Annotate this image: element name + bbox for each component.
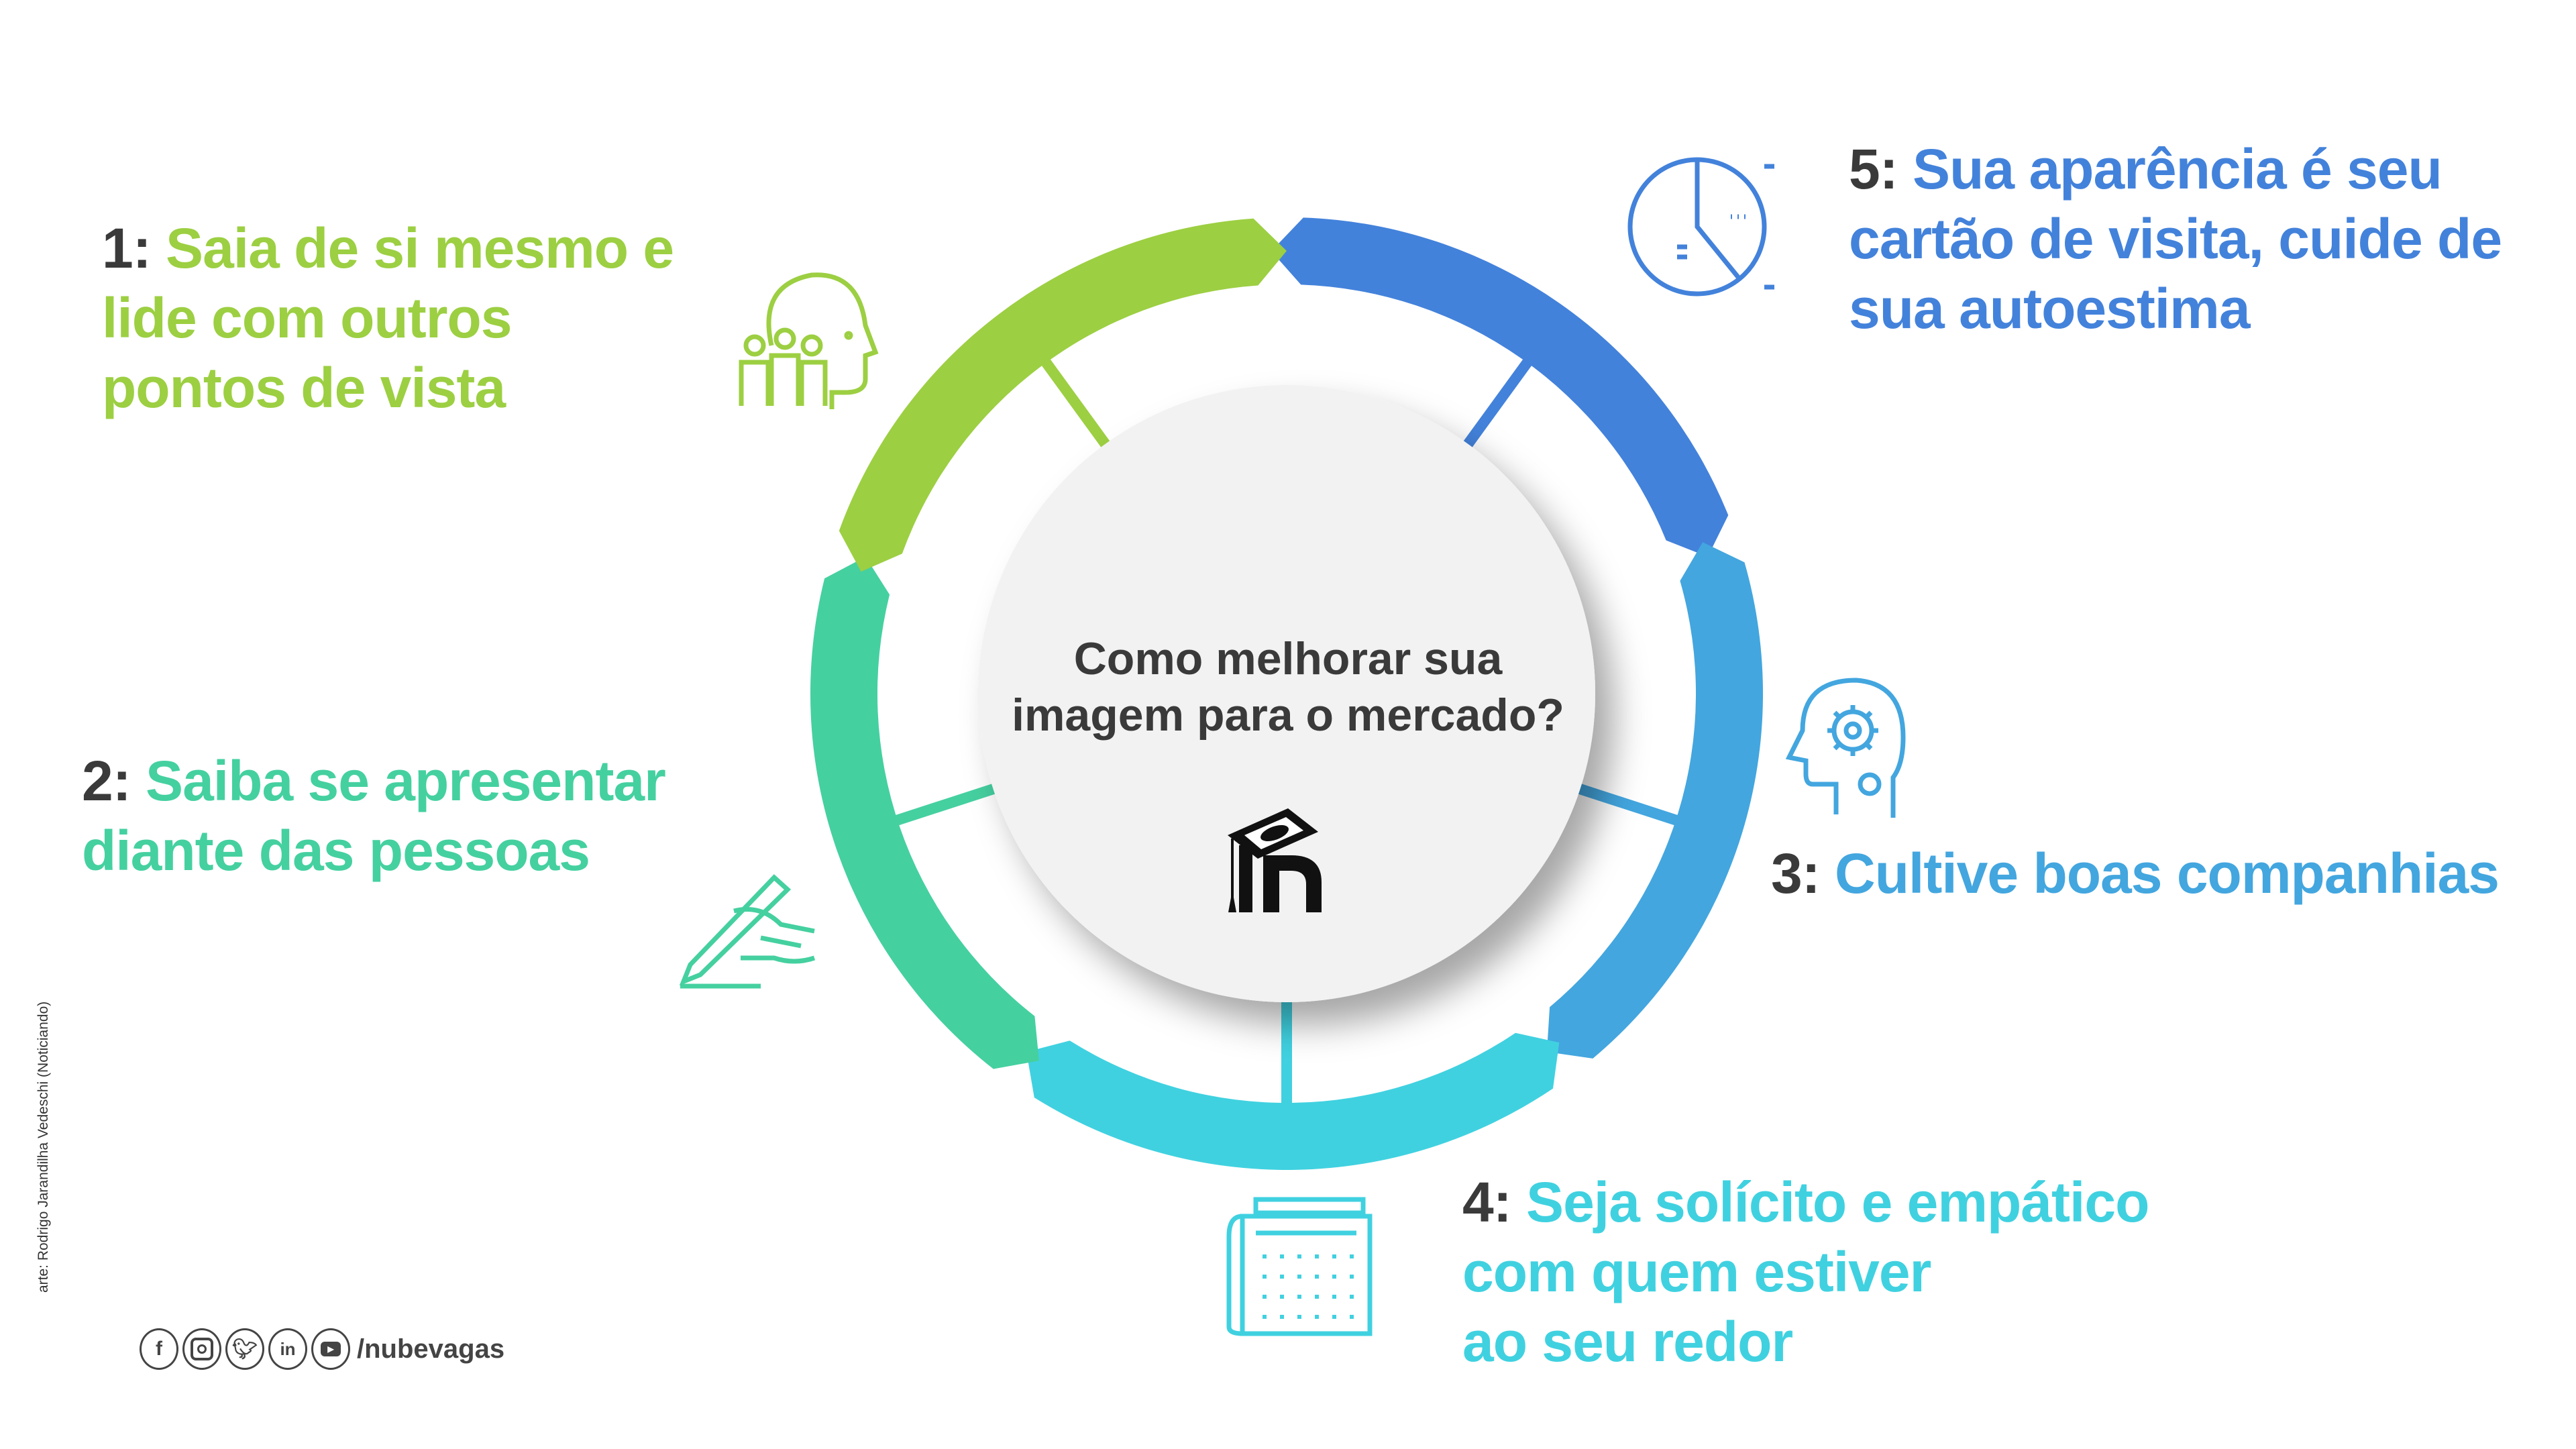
- ring-segment-1: [1271, 217, 1729, 557]
- center-title-line: imagem para o mercado?: [1012, 690, 1564, 741]
- ring-segment-2: [1546, 542, 1764, 1059]
- item-4: 4: Seja solícito e empático com quem est…: [1462, 1167, 2149, 1377]
- item-text: sua autoestima: [1849, 277, 2251, 340]
- item-2: 2: Saiba se apresentar diante das pessoa…: [82, 746, 666, 885]
- item-text: Saiba se apresentar: [146, 749, 666, 812]
- hand-writing-icon: [679, 874, 816, 989]
- facebook-icon[interactable]: f: [140, 1328, 178, 1370]
- item-text: pontos de vista: [102, 356, 506, 419]
- social-links: f 🐦︎ in ▶ /nubevagas: [140, 1328, 504, 1370]
- item-text: diante das pessoas: [82, 819, 590, 882]
- item-text: Sua aparência é seu: [1913, 138, 2443, 201]
- item-number: 5:: [1849, 138, 1898, 201]
- spoke: [894, 780, 1008, 826]
- item-text: ao seu redor: [1462, 1310, 1793, 1373]
- nube-logo: [1228, 808, 1322, 912]
- ring-segment-5: [839, 218, 1287, 572]
- center-title: Como melhorar sua imagem para o mercado?: [979, 631, 1597, 743]
- item-number: 4:: [1462, 1171, 1512, 1234]
- center-circle: [978, 385, 1595, 1002]
- instagram-icon[interactable]: [182, 1328, 221, 1370]
- item-text: lide com outros: [102, 286, 512, 350]
- item-3: 3: Cultive boas companhias: [1771, 839, 2500, 908]
- item-text: Seja solícito e empático: [1526, 1171, 2149, 1234]
- ring-segment-4: [810, 557, 1039, 1069]
- center-title-line: Como melhorar sua: [1073, 633, 1503, 684]
- item-text: Cultive boas companhias: [1835, 842, 2500, 905]
- head-with-people-icon: [739, 272, 879, 409]
- spoke: [1456, 358, 1533, 458]
- item-text: Saia de si mesmo e: [166, 217, 674, 280]
- spoke: [1040, 358, 1118, 458]
- twitter-icon[interactable]: 🐦︎: [225, 1328, 264, 1370]
- item-1: 1: Saia de si mesmo e lide com outros po…: [102, 213, 674, 423]
- art-credit: arte: Rodrigo Jarandilha Vedeschi (Notic…: [36, 1001, 51, 1293]
- item-number: 2:: [82, 749, 131, 812]
- calendar-icon: [1226, 1197, 1373, 1336]
- spoke: [1566, 780, 1679, 826]
- linkedin-icon[interactable]: in: [268, 1328, 307, 1370]
- item-text: com quem estiver: [1462, 1240, 1931, 1303]
- ring-segment-3: [1026, 1032, 1560, 1170]
- youtube-icon[interactable]: ▶: [311, 1328, 350, 1370]
- item-text: cartão de visita, cuide de: [1849, 207, 2502, 270]
- item-5: 5: Sua aparência é seu cartão de visita,…: [1849, 134, 2502, 343]
- head-gears-icon: [1785, 678, 1906, 818]
- clock-icon: [1627, 157, 1774, 297]
- social-handle: /nubevagas: [357, 1334, 505, 1364]
- item-number: 1:: [102, 217, 152, 280]
- item-number: 3:: [1771, 842, 1821, 905]
